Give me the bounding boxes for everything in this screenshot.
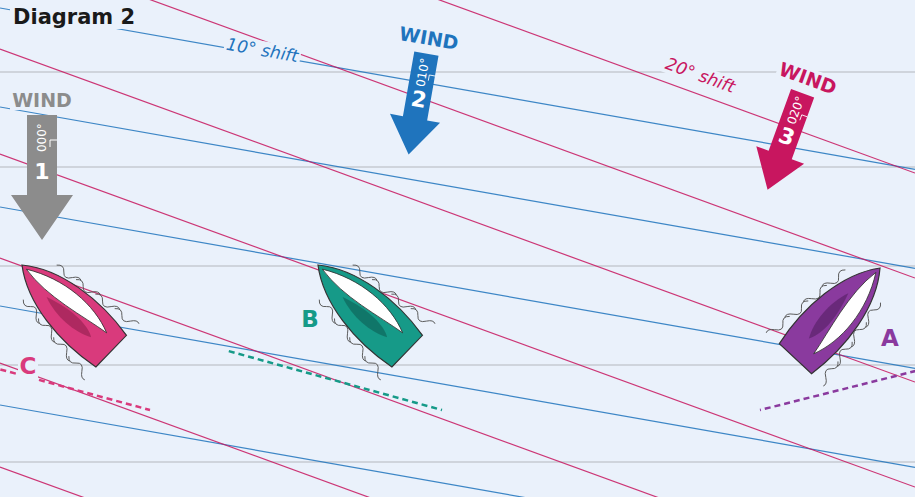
- wind-arrow: [11, 115, 73, 240]
- wind-label: WIND: [10, 90, 74, 111]
- hull: [4, 247, 128, 370]
- boat-label: A: [879, 326, 901, 351]
- boat-label: B: [299, 307, 321, 332]
- twenty-degree-line: [0, 258, 915, 497]
- twenty-degree-line: [0, 0, 915, 173]
- wind-arrow: [384, 49, 452, 159]
- cockpit: [43, 292, 95, 342]
- boat: [0, 237, 139, 381]
- callout-number: 1: [34, 160, 49, 184]
- ten-degree-line: [0, 405, 915, 497]
- twenty-degree-line: [0, 154, 915, 487]
- wind-direction: 000°: [35, 124, 48, 153]
- heading-line: [229, 351, 442, 410]
- twenty-degree-line: [0, 363, 915, 497]
- boat: [291, 237, 436, 381]
- boats: [0, 237, 915, 410]
- sail: [805, 271, 889, 359]
- heading-line: [760, 359, 915, 410]
- cockpit: [339, 292, 391, 342]
- ten-degree-line: [0, 306, 915, 467]
- sail: [321, 257, 408, 342]
- ten-degree-line: [0, 207, 915, 368]
- wind-label: WIND: [396, 22, 462, 54]
- wind-arrow: [744, 85, 827, 199]
- shift-label: 10° shift: [223, 34, 302, 66]
- wind-arrows: [11, 49, 827, 240]
- right-angle-mark: [50, 140, 57, 147]
- boat: [766, 241, 909, 386]
- ten-degree-line: [0, 8, 915, 169]
- zero-degree-line: [0, 265, 915, 266]
- twenty-degree-line: [0, 467, 915, 497]
- zero-degree-line: [0, 461, 915, 462]
- shift-label: 20° shift: [661, 53, 739, 97]
- hull: [777, 251, 899, 376]
- cockpit: [804, 290, 854, 342]
- sail: [25, 257, 112, 342]
- twenty-degree-line: [0, 49, 915, 382]
- wind-label: WIND: [774, 58, 841, 99]
- twenty-degree-line: [0, 0, 915, 278]
- diagram-title: Diagram 2: [10, 6, 138, 29]
- heading-line: [0, 351, 150, 410]
- zero-degree-line: [0, 364, 915, 365]
- boat-label: C: [18, 354, 39, 379]
